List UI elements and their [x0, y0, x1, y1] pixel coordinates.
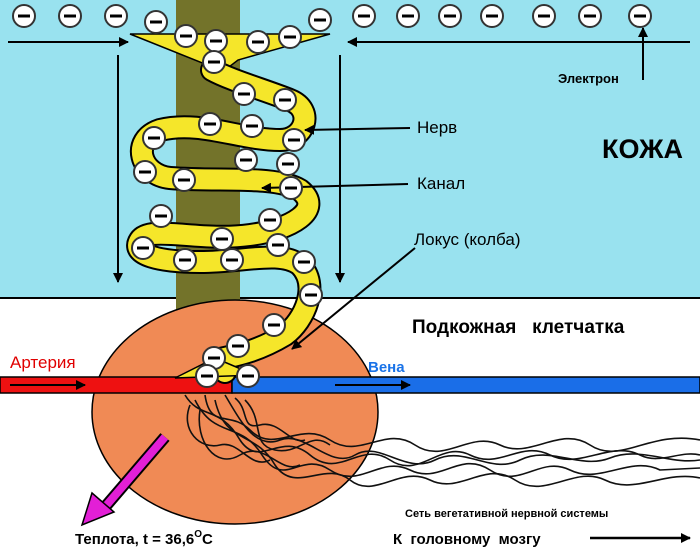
electron-icon — [220, 248, 244, 272]
electron-icon — [226, 334, 250, 358]
electron-icon — [266, 233, 290, 257]
electron-icon — [262, 313, 286, 337]
electron-icon — [104, 4, 128, 28]
electron-icon — [198, 112, 222, 136]
electron-icon — [276, 152, 300, 176]
network-label: Сеть вегетативной нервной системы — [405, 508, 608, 520]
vein-label: Вена — [368, 359, 405, 376]
locus-label: Локус (колба) — [414, 230, 521, 249]
electron-icon — [144, 10, 168, 34]
heat-label: Теплота, t = 36,6OC — [75, 529, 213, 548]
electron-icon — [299, 283, 323, 307]
artery-label: Артерия — [10, 353, 76, 372]
electron-icon — [234, 148, 258, 172]
subcutaneous-label: Подкожная клетчатка — [412, 317, 625, 338]
electron-icon — [282, 128, 306, 152]
electron-icon — [273, 88, 297, 112]
skin-layer — [0, 0, 700, 298]
electrons-group — [12, 4, 652, 388]
electron-icon — [628, 4, 652, 28]
electron-icon — [438, 4, 462, 28]
electron-icon — [210, 227, 234, 251]
electron-icon — [236, 364, 260, 388]
electron-icon — [232, 82, 256, 106]
electron-icon — [279, 176, 303, 200]
electron-icon — [58, 4, 82, 28]
electron-icon — [278, 25, 302, 49]
skin-label: КОЖА — [602, 134, 683, 164]
electron-icon — [532, 4, 556, 28]
heat-label-degree: O — [194, 529, 202, 540]
electron-icon — [258, 208, 282, 232]
electron-icon — [202, 50, 226, 74]
vegetative-nerve-network — [184, 394, 700, 488]
electron-icon — [308, 8, 332, 32]
electron-icon — [131, 236, 155, 260]
vein-vessel — [231, 376, 700, 394]
heat-label-unit: C — [202, 531, 213, 548]
electron-icon — [578, 4, 602, 28]
electron-icon — [174, 24, 198, 48]
electron-label: Электрон — [558, 71, 619, 86]
electron-icon — [246, 30, 270, 54]
to-brain-label: К головному мозгу — [393, 531, 541, 548]
heat-arrow — [80, 433, 170, 527]
electron-icon — [352, 4, 376, 28]
nerve-label: Нерв — [417, 118, 457, 137]
electron-icon — [172, 168, 196, 192]
heat-label-text: Теплота, t = 36,6 — [75, 531, 194, 548]
electron-icon — [204, 29, 228, 53]
electron-icon — [149, 204, 173, 228]
electron-icon — [396, 4, 420, 28]
locus-pointer — [291, 247, 416, 350]
electron-icon — [142, 126, 166, 150]
electron-icon — [173, 248, 197, 272]
channel-label: Канал — [417, 174, 465, 193]
electron-icon — [133, 160, 157, 184]
electron-icon — [292, 250, 316, 274]
electron-icon — [195, 364, 219, 388]
electron-icon — [480, 4, 504, 28]
nerve-pointer — [304, 124, 411, 135]
electron-icon — [240, 114, 264, 138]
electron-icon — [12, 4, 36, 28]
